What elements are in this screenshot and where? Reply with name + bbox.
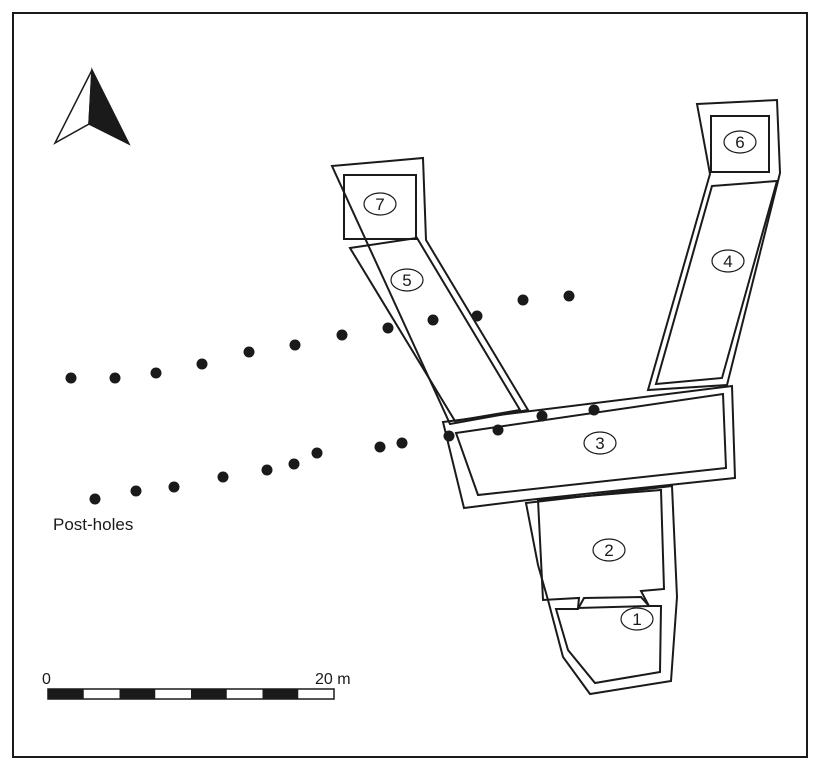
post-hole	[109, 372, 121, 384]
room-label-3: 3	[583, 431, 617, 455]
post-hole	[492, 424, 504, 436]
post-hole	[382, 322, 394, 334]
room-number-3: 3	[595, 434, 604, 453]
post-hole	[427, 314, 439, 326]
east-arm-wall	[646, 98, 782, 392]
post-hole	[288, 458, 300, 470]
post-hole	[261, 464, 273, 476]
room-label-5: 5	[390, 268, 424, 292]
room-7-outline	[343, 174, 417, 240]
room-label-2: 2	[592, 538, 626, 562]
central-hall-wall	[441, 384, 737, 510]
north-arrow-icon	[53, 67, 131, 146]
post-hole	[289, 339, 301, 351]
room-5-outline	[348, 236, 522, 423]
west-arm-wall	[330, 156, 530, 426]
post-hole	[396, 437, 408, 449]
post-hole	[311, 447, 323, 459]
post-hole	[65, 372, 77, 384]
scale-bar-segment	[119, 689, 156, 699]
post-hole	[89, 493, 101, 505]
room-number-2: 2	[604, 541, 613, 560]
room-4-outline	[654, 179, 779, 386]
post-hole	[336, 329, 348, 341]
post-hole	[443, 430, 455, 442]
post-hole	[517, 294, 529, 306]
post-hole	[536, 410, 548, 422]
post-hole	[374, 441, 386, 453]
post-hole	[217, 471, 229, 483]
room-label-4: 4	[711, 249, 745, 273]
room-number-1: 1	[632, 610, 641, 629]
post-holes	[65, 290, 600, 505]
post-hole	[563, 290, 575, 302]
post-hole	[196, 358, 208, 370]
scale-bar-segments	[48, 689, 299, 699]
post-hole	[150, 367, 162, 379]
room-label-1: 1	[620, 607, 654, 631]
room-number-6: 6	[735, 133, 744, 152]
room-label-7: 7	[363, 192, 397, 216]
scale-bar-segment	[262, 689, 299, 699]
post-hole	[243, 346, 255, 358]
room-6-outline	[710, 115, 770, 173]
post-hole	[130, 485, 142, 497]
scale-bar-segment	[48, 689, 84, 699]
scale-bar-start-label: 0	[42, 671, 51, 688]
post-hole	[471, 310, 483, 322]
post-hole	[588, 404, 600, 416]
room-number-4: 4	[723, 252, 732, 271]
building-plan	[330, 98, 782, 696]
room-number-7: 7	[375, 195, 384, 214]
room-3-outline	[454, 392, 728, 497]
room-labels: 1 2 3 4 5 6 7	[363, 130, 757, 631]
room-1-outline	[554, 595, 663, 685]
room-number-5: 5	[402, 271, 411, 290]
post-holes-label: Post-holes	[53, 515, 133, 534]
post-hole	[168, 481, 180, 493]
scale-bar-segment	[191, 689, 227, 699]
room-label-6: 6	[723, 130, 757, 154]
plan-frame	[12, 12, 808, 758]
scale-bar-end-label: 20 m	[315, 671, 351, 688]
scale-bar: 0 20 m	[42, 671, 351, 700]
